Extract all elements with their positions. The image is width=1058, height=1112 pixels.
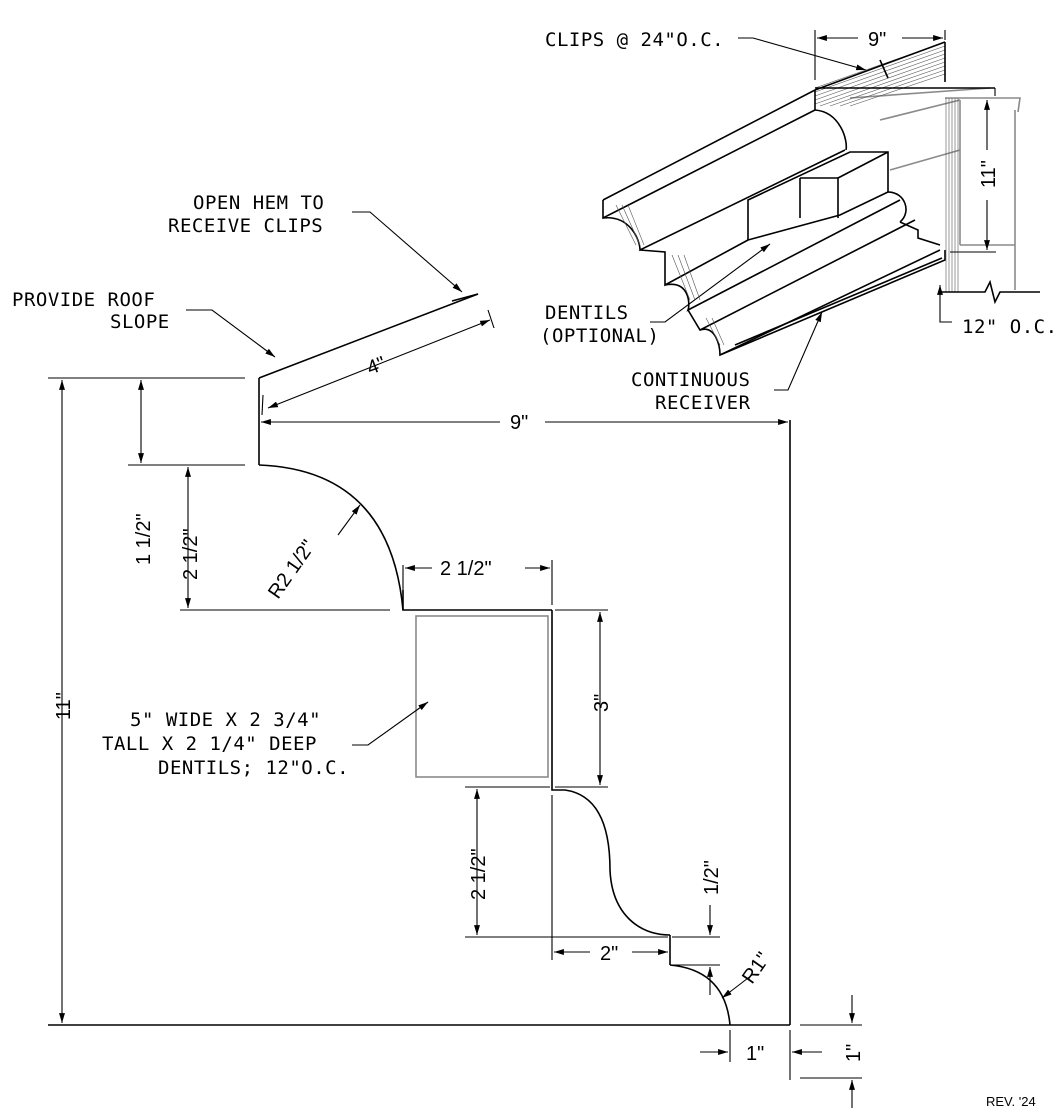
dim-top-height: 11" bbox=[978, 160, 1000, 188]
roof-slope-label-1: PROVIDE ROOF bbox=[12, 289, 155, 311]
dim-slope-length: 4" bbox=[364, 353, 389, 380]
dim-2: 2" bbox=[600, 943, 618, 965]
oc-12-label: 12" O.C. bbox=[962, 316, 1058, 338]
dentil-block bbox=[415, 615, 549, 778]
roof-slope-label-2: SLOPE bbox=[110, 311, 170, 333]
profile-outline bbox=[48, 293, 791, 1026]
dim-overall-height: 11" bbox=[53, 692, 75, 720]
dim-top-width: 9" bbox=[868, 29, 886, 51]
clips-label: CLIPS @ 24"O.C. bbox=[545, 29, 724, 51]
dim-1-1-2: 1 1/2" bbox=[133, 513, 155, 565]
dim-overall-width: 9" bbox=[510, 412, 528, 434]
dentil-spec-2: TALL X 2 1/4" DEEP bbox=[102, 733, 317, 755]
dentil-spec-3: DENTILS; 12"O.C. bbox=[158, 757, 349, 779]
dim-2-1-2-horizontal: 2 1/2" bbox=[440, 558, 492, 580]
dentils-label-2: (OPTIONAL) bbox=[540, 325, 659, 347]
dentil-spec-1: 5" WIDE X 2 3/4" bbox=[130, 709, 321, 731]
revision-label: REV. '24 bbox=[986, 1094, 1036, 1109]
labels: CLIPS @ 24"O.C. 9" 11" OPEN HEM TO RECEI… bbox=[12, 29, 1058, 1109]
dim-1-vertical: 1" bbox=[843, 1044, 865, 1062]
dimension-lines bbox=[48, 37, 952, 1108]
dim-3: 3" bbox=[591, 694, 613, 712]
dentils-label-1: DENTILS bbox=[545, 302, 629, 324]
dim-1-horizontal: 1" bbox=[746, 1043, 764, 1065]
open-hem-label-1: OPEN HEM TO bbox=[193, 192, 324, 214]
dim-1-2: 1/2" bbox=[701, 860, 723, 895]
dim-2-1-2-left: 2 1/2" bbox=[180, 528, 202, 580]
isometric-view bbox=[602, 30, 1040, 357]
radius-top: R2 1/2" bbox=[264, 536, 320, 603]
dim-2-1-2-lower: 2 1/2" bbox=[468, 848, 490, 900]
open-hem-label-2: RECEIVE CLIPS bbox=[168, 215, 323, 237]
receiver-label-1: CONTINUOUS bbox=[631, 369, 750, 391]
receiver-label-2: RECEIVER bbox=[655, 392, 751, 414]
